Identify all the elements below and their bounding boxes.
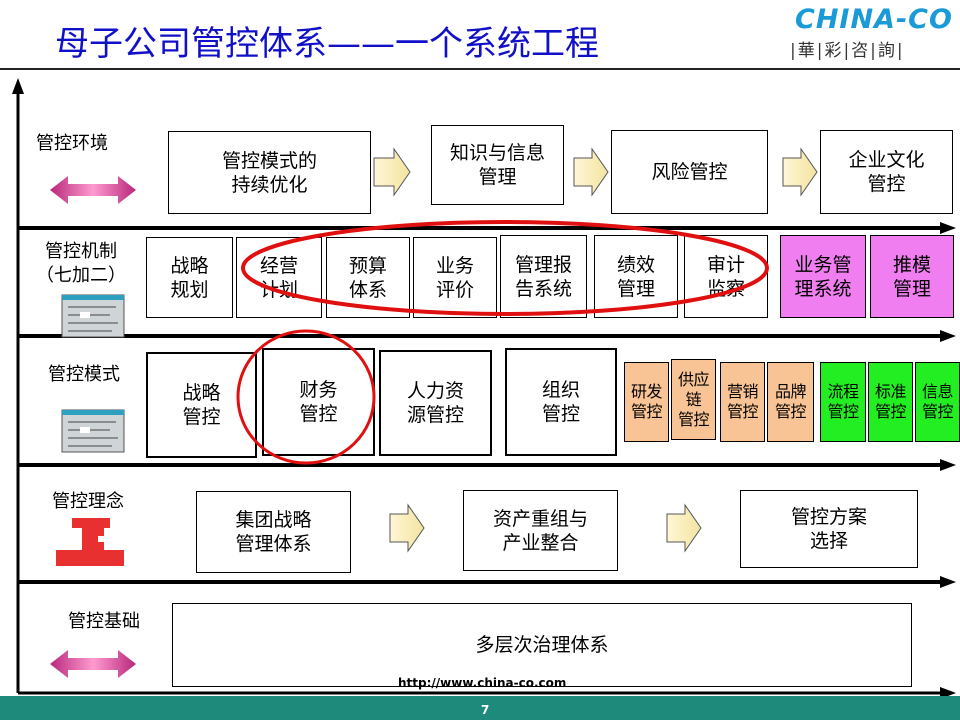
logo: CHINA-CO [795,4,953,35]
mode-box: 人力资 源管控 [379,350,492,456]
layer-label-mode: 管控模式 [48,364,120,385]
environment-box: 企业文化 管控 [820,130,953,214]
concept-box: 资产重组与 产业整合 [463,490,618,571]
mode-box-green: 标准 管控 [868,362,913,442]
vertical-axis-arrowhead [12,78,24,94]
mechanism-box: 管理报 告系统 [500,235,587,318]
environment-box: 管控模式的 持续优化 [168,131,371,214]
mechanism-box-extra: 推模 管理 [870,235,954,318]
logo-subtitle: |華|彩|咨|詢| [790,41,905,61]
mode-box-peach: 供应链 管控 [671,359,716,440]
environment-box: 知识与信息 管理 [431,125,564,205]
page-title: 母子公司管控体系——一个系统工程 [55,24,599,64]
mode-box-peach: 研发 管控 [624,362,669,442]
double-arrow-icon-foundation [50,650,136,678]
title-divider [0,68,960,70]
table-icon-mode [61,409,125,453]
mode-box-green: 流程 管控 [820,362,866,442]
mode-box: 战略 管控 [146,352,257,458]
mechanism-box: 业务 评价 [413,237,497,318]
footer-url: http://www.china-co.com [398,676,567,690]
mechanism-box: 经营 计划 [236,237,322,318]
pedestal-icon [56,518,124,566]
layer-divider-lines [18,222,956,699]
layer-label-mechanism: 管控机制 （七加二） [36,241,126,286]
page-number: 7 [481,703,490,717]
layer-label-concept: 管控理念 [52,491,124,512]
mode-box-peach: 营销 管控 [720,362,765,442]
mode-box-peach: 品牌 管控 [767,362,814,442]
double-arrow-icon-environment [50,176,136,204]
concept-box: 管控方案 选择 [740,490,918,568]
mode-box: 财务 管控 [262,348,375,456]
footer-bar [0,696,960,720]
mode-box: 组织 管控 [505,348,617,456]
layer-label-environment: 管控环境 [36,133,108,154]
mechanism-box: 战略 规划 [146,237,233,318]
foundation-box: 多层次治理体系 [172,603,912,687]
mechanism-box: 绩效 管理 [594,235,678,318]
block-arrow-icon [373,147,818,553]
table-icon-mechanism [61,294,125,338]
mode-box-green: 信息 管控 [915,362,960,442]
mechanism-box-extra: 业务管 理系统 [780,235,866,318]
mechanism-box: 预算 体系 [326,237,410,318]
environment-box: 风险管控 [611,130,768,214]
layer-label-foundation: 管控基础 [68,611,140,632]
mechanism-box: 审计 监察 [684,235,768,318]
concept-box: 集团战略 管理体系 [196,491,351,573]
